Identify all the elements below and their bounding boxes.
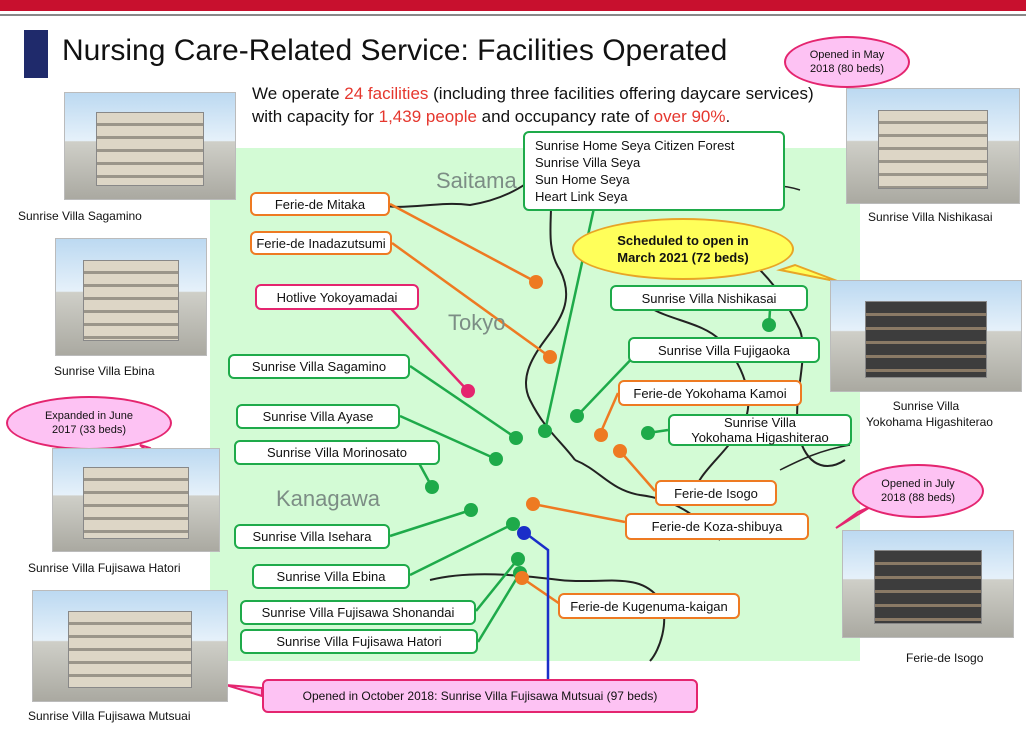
- intro-people: 1,439 people: [378, 107, 477, 126]
- intro-part4: .: [725, 107, 731, 126]
- seya-facilities-box: Sunrise Home Seya Citizen Forest Sunrise…: [523, 131, 785, 211]
- map-dot: [526, 497, 540, 511]
- caption-line: Sunrise Villa: [892, 399, 960, 413]
- label-villa-sagamino: Sunrise Villa Sagamino: [228, 354, 410, 379]
- label-ferie-koza-shibuya: Ferie-de Koza-shibuya: [625, 513, 809, 540]
- caption-villa-yokohama-higashiterao: Sunrise Villa Yokohama Higashiterao: [866, 398, 993, 430]
- intro-occupancy: over 90%: [653, 107, 726, 126]
- label-line: Sunrise Villa: [723, 415, 797, 430]
- building-image: [67, 610, 193, 688]
- building-image: [95, 112, 205, 187]
- map-dot: [464, 503, 478, 517]
- caption-villa-fujisawa-mutsuai: Sunrise Villa Fujisawa Mutsuai: [28, 709, 191, 723]
- map-dot: [613, 444, 627, 458]
- page-title: Nursing Care-Related Service: Facilities…: [62, 34, 728, 67]
- label-villa-fujisawa-shonandai: Sunrise Villa Fujisawa Shonandai: [240, 600, 476, 625]
- label-villa-isehara: Sunrise Villa Isehara: [234, 524, 390, 549]
- map-dot: [543, 350, 557, 364]
- bubble-line: Expanded in June: [44, 410, 134, 422]
- map-dot: [529, 275, 543, 289]
- caption-villa-sagamino: Sunrise Villa Sagamino: [18, 209, 142, 223]
- photo-villa-sagamino: [64, 92, 236, 200]
- map-dot: [509, 431, 523, 445]
- scheduled-bubble: Scheduled to open in March 2021 (72 beds): [572, 218, 794, 280]
- label-ferie-inadazutsumi: Ferie-de Inadazutsumi: [250, 231, 392, 255]
- caption-villa-nishikasai: Sunrise Villa Nishikasai: [868, 210, 993, 224]
- photo-villa-yokohama-higashiterao: [830, 280, 1022, 392]
- seya-item: Heart Link Seya: [535, 189, 628, 204]
- region-saitama: Saitama: [436, 168, 517, 193]
- bubble-line: Opened in July: [881, 478, 955, 490]
- bubble-line: 2018 (80 beds): [809, 63, 884, 75]
- region-tokyo: Tokyo: [448, 310, 506, 335]
- label-villa-nishikasai: Sunrise Villa Nishikasai: [610, 285, 808, 311]
- map-dot: [515, 571, 529, 585]
- photo-villa-fujisawa-hatori: [52, 448, 220, 552]
- caption-ferie-isogo: Ferie-de Isogo: [906, 651, 984, 665]
- map-dot: [538, 424, 552, 438]
- label-villa-yokohama-higashiterao: Sunrise Villa Yokohama Higashiterao: [668, 414, 852, 446]
- map-dot: [489, 452, 503, 466]
- isogo-bubble: Opened in July 2018 (88 beds): [852, 464, 984, 518]
- intro-part1: We operate: [252, 84, 345, 103]
- bubble-line: 2017 (33 beds): [51, 424, 126, 436]
- intro-part3: and occupancy rate of: [476, 107, 654, 126]
- building-image: [873, 550, 983, 625]
- seya-item: Sunrise Villa Seya: [535, 155, 641, 170]
- seya-item: Sun Home Seya: [535, 172, 630, 187]
- map-dot: [762, 318, 776, 332]
- map-dot: [511, 552, 525, 566]
- header-divider: [0, 14, 1026, 16]
- intro-facilities: 24 facilities: [344, 84, 429, 103]
- label-villa-fujisawa-hatori: Sunrise Villa Fujisawa Hatori: [240, 629, 478, 654]
- bubble-line: 2018 (88 beds): [881, 492, 955, 504]
- building-image: [82, 467, 190, 539]
- building-image: [865, 300, 987, 378]
- map-dot: [570, 409, 584, 423]
- hatori-bubble: Expanded in June 2017 (33 beds): [6, 396, 172, 450]
- region-kanagawa: Kanagawa: [276, 486, 380, 511]
- header-red-bar: [0, 0, 1026, 11]
- title-marker: [24, 30, 48, 78]
- bubble-line: Scheduled to open in: [617, 233, 749, 248]
- caption-villa-ebina: Sunrise Villa Ebina: [54, 364, 155, 378]
- label-hotlive-yokoyamadai: Hotlive Yokoyamadai: [255, 284, 419, 310]
- caption-line: Yokohama Higashiterao: [866, 415, 993, 429]
- label-villa-ebina: Sunrise Villa Ebina: [252, 564, 410, 589]
- photo-villa-fujisawa-mutsuai: [32, 590, 228, 702]
- building-image: [877, 109, 989, 190]
- map-dot: [641, 426, 655, 440]
- map-dot: [517, 526, 531, 540]
- mutsuai-banner: Opened in October 2018: Sunrise Villa Fu…: [262, 679, 698, 713]
- photo-villa-ebina: [55, 238, 207, 356]
- caption-villa-fujisawa-hatori: Sunrise Villa Fujisawa Hatori: [28, 561, 181, 575]
- intro-text: We operate 24 facilities (including thre…: [252, 82, 832, 128]
- label-ferie-isogo: Ferie-de Isogo: [655, 480, 777, 506]
- label-ferie-kugenuma-kaigan: Ferie-de Kugenuma-kaigan: [558, 593, 740, 619]
- label-ferie-mitaka: Ferie-de Mitaka: [250, 192, 390, 216]
- map-dot: [594, 428, 608, 442]
- map-dot: [506, 517, 520, 531]
- bubble-line: Opened in May: [809, 49, 885, 61]
- label-villa-morinosato: Sunrise Villa Morinosato: [234, 440, 440, 465]
- photo-villa-nishikasai: [846, 88, 1020, 204]
- label-ferie-yokohama-kamoi: Ferie-de Yokohama Kamoi: [618, 380, 802, 406]
- label-line: Yokohama Higashiterao: [691, 430, 829, 445]
- building-image: [83, 259, 179, 342]
- intro-part2: (including three facilities offering day…: [252, 84, 814, 126]
- nishikasai-bubble: Opened in May 2018 (80 beds): [784, 36, 910, 88]
- bubble-line: March 2021 (72 beds): [617, 250, 749, 265]
- map-dot: [461, 384, 475, 398]
- photo-ferie-isogo: [842, 530, 1014, 638]
- label-villa-fujigaoka: Sunrise Villa Fujigaoka: [628, 337, 820, 363]
- map-dot: [425, 480, 439, 494]
- label-villa-ayase: Sunrise Villa Ayase: [236, 404, 400, 429]
- seya-item: Sunrise Home Seya Citizen Forest: [535, 138, 735, 153]
